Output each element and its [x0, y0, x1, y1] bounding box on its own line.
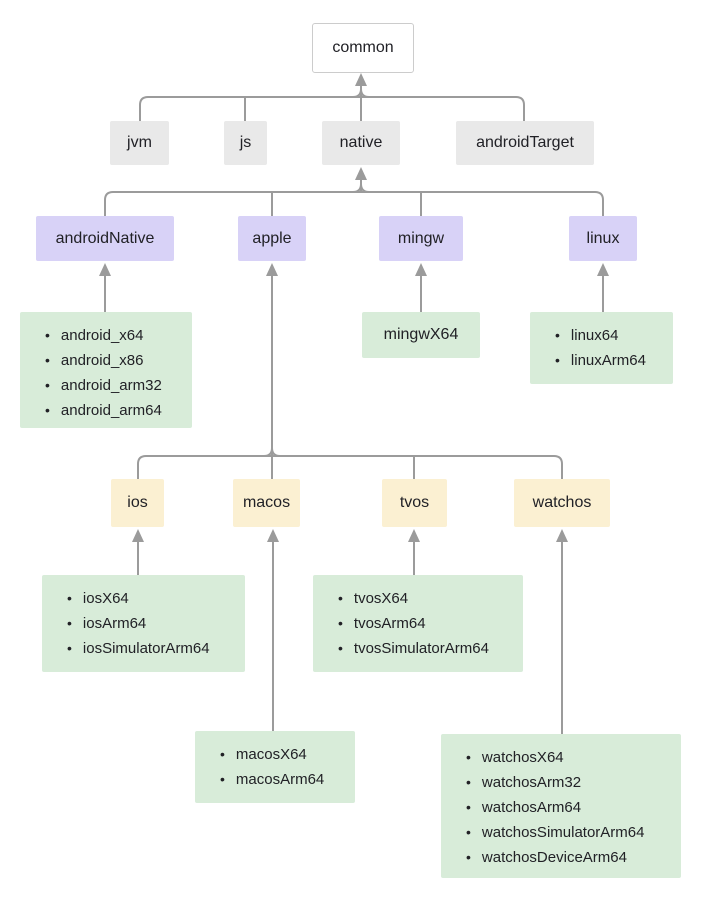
- node-linux: linux: [569, 216, 637, 261]
- node-jvm: jvm: [110, 121, 169, 165]
- list-item: macosX64: [220, 742, 343, 767]
- leaf-list-androidNative: android_x64 android_x86 android_arm32 an…: [20, 312, 192, 428]
- list-item: linux64: [555, 323, 661, 348]
- list-item: watchosSimulatorArm64: [466, 820, 669, 845]
- edges-level1-to-common: [139, 73, 525, 121]
- list-item: linuxArm64: [555, 348, 661, 373]
- list-item: android_x86: [45, 348, 180, 373]
- node-ios: ios: [111, 479, 164, 527]
- node-apple: apple: [238, 216, 306, 261]
- node-tvos: tvos: [382, 479, 447, 527]
- node-mingw: mingw: [379, 216, 463, 261]
- arrowhead-macos: [267, 529, 279, 542]
- node-watchos: watchos: [514, 479, 610, 527]
- list-item: android_x64: [45, 323, 180, 348]
- arrowhead-tvos: [408, 529, 420, 542]
- node-common: common: [312, 23, 414, 73]
- list-item: macosArm64: [220, 767, 343, 792]
- arrowhead-common: [355, 73, 367, 86]
- node-native: native: [322, 121, 400, 165]
- list-item: iosArm64: [67, 611, 233, 636]
- list-item: android_arm64: [45, 398, 180, 423]
- leaf-list-watchos: watchosX64 watchosArm32 watchosArm64 wat…: [441, 734, 681, 878]
- edges-level2-to-native: [104, 167, 604, 216]
- leaf-list-macos: macosX64 macosArm64: [195, 731, 355, 803]
- list-item: android_arm32: [45, 373, 180, 398]
- arrowhead-apple: [266, 263, 278, 276]
- arrowhead-native: [355, 167, 367, 180]
- arrowhead-ios: [132, 529, 144, 542]
- arrowhead-linux: [597, 263, 609, 276]
- list-item: tvosArm64: [338, 611, 511, 636]
- leaf-list-linux: linux64 linuxArm64: [530, 312, 673, 384]
- list-item: iosX64: [67, 586, 233, 611]
- arrowhead-watchos: [556, 529, 568, 542]
- node-js: js: [224, 121, 267, 165]
- list-item: watchosX64: [466, 745, 669, 770]
- list-item: watchosArm64: [466, 795, 669, 820]
- arrowhead-mingw: [415, 263, 427, 276]
- node-androidNative: androidNative: [36, 216, 174, 261]
- node-androidTarget: androidTarget: [456, 121, 594, 165]
- leaf-list-tvos: tvosX64 tvosArm64 tvosSimulatorArm64: [313, 575, 523, 672]
- edges-level3-to-apple: [137, 263, 563, 479]
- arrowhead-androidNative: [99, 263, 111, 276]
- node-macos: macos: [233, 479, 300, 527]
- leaf-mingwX64: mingwX64: [362, 312, 480, 358]
- list-item: watchosArm32: [466, 770, 669, 795]
- list-item: tvosX64: [338, 586, 511, 611]
- list-item: tvosSimulatorArm64: [338, 636, 511, 661]
- leaf-list-ios: iosX64 iosArm64 iosSimulatorArm64: [42, 575, 245, 672]
- list-item: iosSimulatorArm64: [67, 636, 233, 661]
- edges-leaves-to-level2: [99, 263, 609, 312]
- list-item: watchosDeviceArm64: [466, 845, 669, 870]
